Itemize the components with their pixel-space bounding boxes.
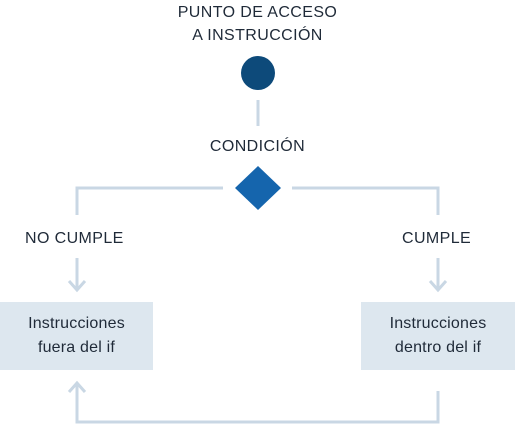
false-branch-arrowhead bbox=[67, 280, 87, 293]
true-branch-connector bbox=[292, 186, 440, 215]
false-branch-connector bbox=[75, 186, 223, 215]
outside-if-line1: Instrucciones bbox=[28, 315, 125, 332]
entry-node bbox=[241, 56, 275, 90]
condition-label: CONDICIÓN bbox=[209, 138, 306, 155]
return-arrowhead bbox=[67, 380, 87, 393]
decision-diamond bbox=[235, 166, 281, 210]
inside-if-box: Instrucciones dentro del if bbox=[361, 302, 515, 370]
true-branch-label: CUMPLE bbox=[402, 230, 472, 247]
inside-if-line1: Instrucciones bbox=[389, 315, 487, 332]
false-branch-label: NO CUMPLE bbox=[25, 230, 124, 247]
outside-if-line2: fuera del if bbox=[37, 339, 116, 356]
entry-label-line2: A INSTRUCCIÓN bbox=[192, 27, 323, 44]
true-branch-arrowhead bbox=[428, 280, 448, 293]
outside-if-box: Instrucciones fuera del if bbox=[0, 302, 153, 370]
entry-label-line1: PUNTO DE ACCESO bbox=[177, 4, 338, 21]
return-connector bbox=[75, 385, 440, 424]
inside-if-line2: dentro del if bbox=[394, 339, 482, 356]
entry-label: PUNTO DE ACCESO A INSTRUCCIÓN bbox=[0, 1, 515, 47]
